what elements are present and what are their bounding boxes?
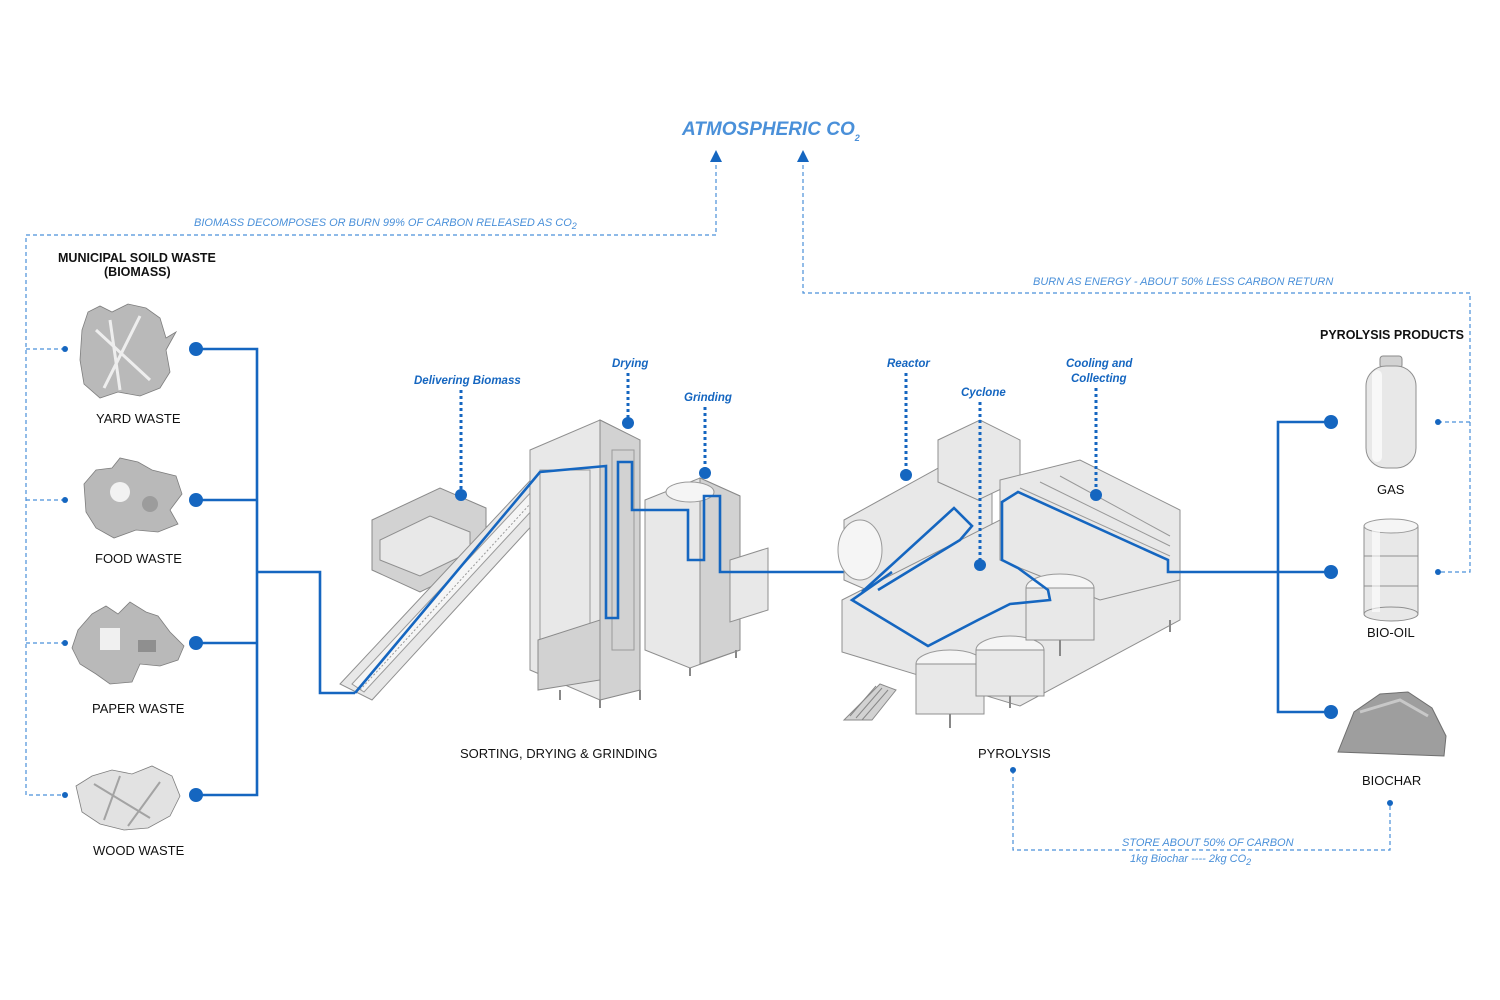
- store-carbon-note: STORE ABOUT 50% OF CARBON: [1122, 837, 1294, 849]
- input-label-wood: WOOD WASTE: [93, 843, 185, 858]
- callout-cooling-label: Cooling and: [1066, 358, 1133, 370]
- burn-energy-note: BURN AS ENERGY - ABOUT 50% LESS CARBON R…: [1033, 276, 1333, 288]
- callout-drying-label: Drying: [612, 358, 648, 370]
- atmospheric-co2-title: ATMOSPHERIC CO2: [681, 119, 860, 143]
- input-label-yard: YARD WASTE: [96, 411, 181, 426]
- reactor-loop-line: [861, 506, 974, 593]
- stage-label-pyrolysis: PYROLYSIS: [978, 746, 1051, 761]
- callout-delivering: [455, 390, 467, 501]
- input-label-paper: PAPER WASTE: [92, 701, 185, 716]
- input-collector: [189, 342, 355, 802]
- pyrolysis-machine: [837, 419, 1181, 728]
- outputs-heading: PYROLYSIS PRODUCTS: [1320, 328, 1464, 342]
- inputs-heading: MUNICIPAL SOILD WASTE: [58, 251, 216, 265]
- callout-cyclone-label: Cyclone: [961, 387, 1006, 399]
- input-label-food: FOOD WASTE: [95, 551, 182, 566]
- carbon-release-path: [25, 150, 722, 798]
- callout-delivering-label: Delivering Biomass: [414, 375, 521, 387]
- pyrolysis-flow-line: [849, 490, 1278, 648]
- energy-burn-path: [797, 150, 1471, 575]
- wood-waste-icon: [75, 765, 181, 831]
- biochar-ratio-note: 1kg Biochar ---- 2kg CO2: [1130, 853, 1251, 867]
- biomass-decompose-note: BIOMASS DECOMPOSES OR BURN 99% OF CARBON…: [194, 217, 577, 231]
- output-label-gas: GAS: [1377, 482, 1405, 497]
- output-label-bio-oil: BIO-OIL: [1367, 625, 1415, 640]
- oil-drum-icon: [1363, 518, 1419, 622]
- biochar-pile-icon: [1337, 691, 1447, 757]
- gas-cylinder-icon: [1365, 355, 1417, 469]
- callout-reactor: [900, 373, 912, 481]
- sorting-flow-line: [354, 460, 892, 694]
- carbon-store-path: [1010, 767, 1393, 851]
- yard-waste-icon: [79, 303, 178, 399]
- output-label-biochar: BIOCHAR: [1362, 773, 1421, 788]
- callout-cooling: [1090, 388, 1102, 501]
- callout-cooling-label-2: Collecting: [1071, 373, 1127, 385]
- callout-grinding: [699, 407, 711, 479]
- callout-grinding-label: Grinding: [684, 392, 732, 404]
- food-waste-icon: [83, 457, 183, 539]
- callout-cyclone: [974, 402, 986, 571]
- stage-label-sorting: SORTING, DRYING & GRINDING: [460, 746, 657, 761]
- callout-reactor-label: Reactor: [887, 358, 930, 370]
- callout-drying: [622, 373, 634, 429]
- output-distribution: [1276, 415, 1338, 719]
- paper-waste-icon: [71, 601, 185, 685]
- inputs-subheading: (BIOMASS): [104, 265, 171, 279]
